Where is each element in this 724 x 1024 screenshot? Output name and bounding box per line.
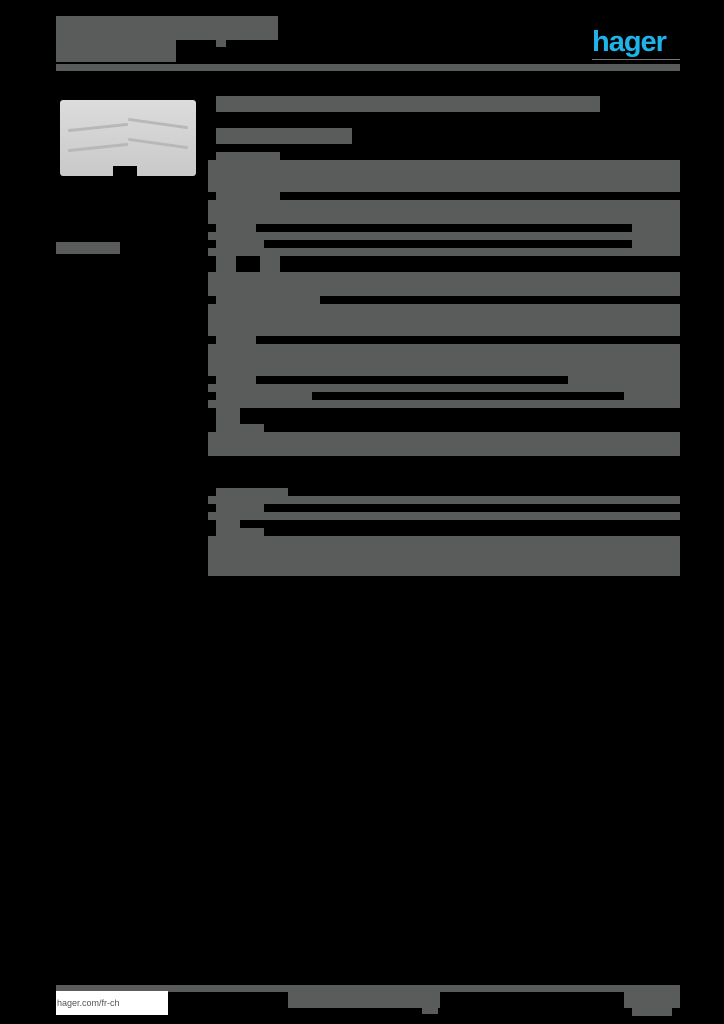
table-row — [208, 384, 680, 392]
table-row — [216, 240, 264, 248]
product-image — [60, 100, 196, 176]
header-title-line2 — [56, 28, 278, 40]
table-row — [208, 160, 680, 192]
table-row — [216, 528, 264, 536]
footer-center-text — [288, 992, 440, 1008]
product-subtitle — [216, 128, 352, 144]
table-row — [208, 432, 680, 456]
table-row — [216, 504, 264, 512]
logo-underline — [592, 59, 680, 60]
footer-url-link[interactable]: hager.com/fr-ch — [56, 991, 168, 1015]
footer-page-number — [624, 992, 680, 1008]
header-rule — [56, 64, 680, 71]
product-title — [216, 96, 600, 112]
footer-rule — [56, 985, 680, 992]
table-row-end — [624, 392, 680, 400]
header-subtitle — [56, 40, 176, 62]
table-row — [216, 296, 320, 306]
table-row — [216, 520, 240, 528]
table-row — [216, 408, 240, 424]
table-row — [216, 488, 288, 496]
table-row — [208, 304, 680, 336]
table-row — [216, 192, 280, 200]
table-row — [216, 336, 256, 344]
table-row — [208, 400, 680, 408]
table-row-end — [568, 376, 680, 384]
table-row — [208, 496, 680, 504]
table-row — [208, 200, 680, 224]
table-row — [208, 248, 680, 256]
header-subtitle-descender — [216, 40, 226, 47]
side-label — [56, 242, 120, 254]
table-row — [216, 376, 256, 384]
table-row — [216, 224, 256, 232]
table-row — [216, 152, 280, 162]
footer-page-tail — [632, 1008, 672, 1016]
table-row — [208, 232, 680, 240]
table-row — [208, 512, 680, 520]
table-row — [208, 272, 680, 296]
table-row — [260, 256, 280, 272]
table-row — [208, 344, 680, 376]
table-row-end — [632, 240, 680, 248]
photo-notch — [113, 166, 137, 176]
hager-logo: hager — [592, 26, 667, 58]
table-row — [216, 256, 236, 272]
table-row — [216, 424, 264, 432]
table-row — [208, 536, 680, 576]
header-title — [56, 16, 278, 28]
table-row — [216, 392, 312, 400]
footer-center-tail — [422, 1000, 438, 1014]
table-row-end — [632, 224, 680, 232]
